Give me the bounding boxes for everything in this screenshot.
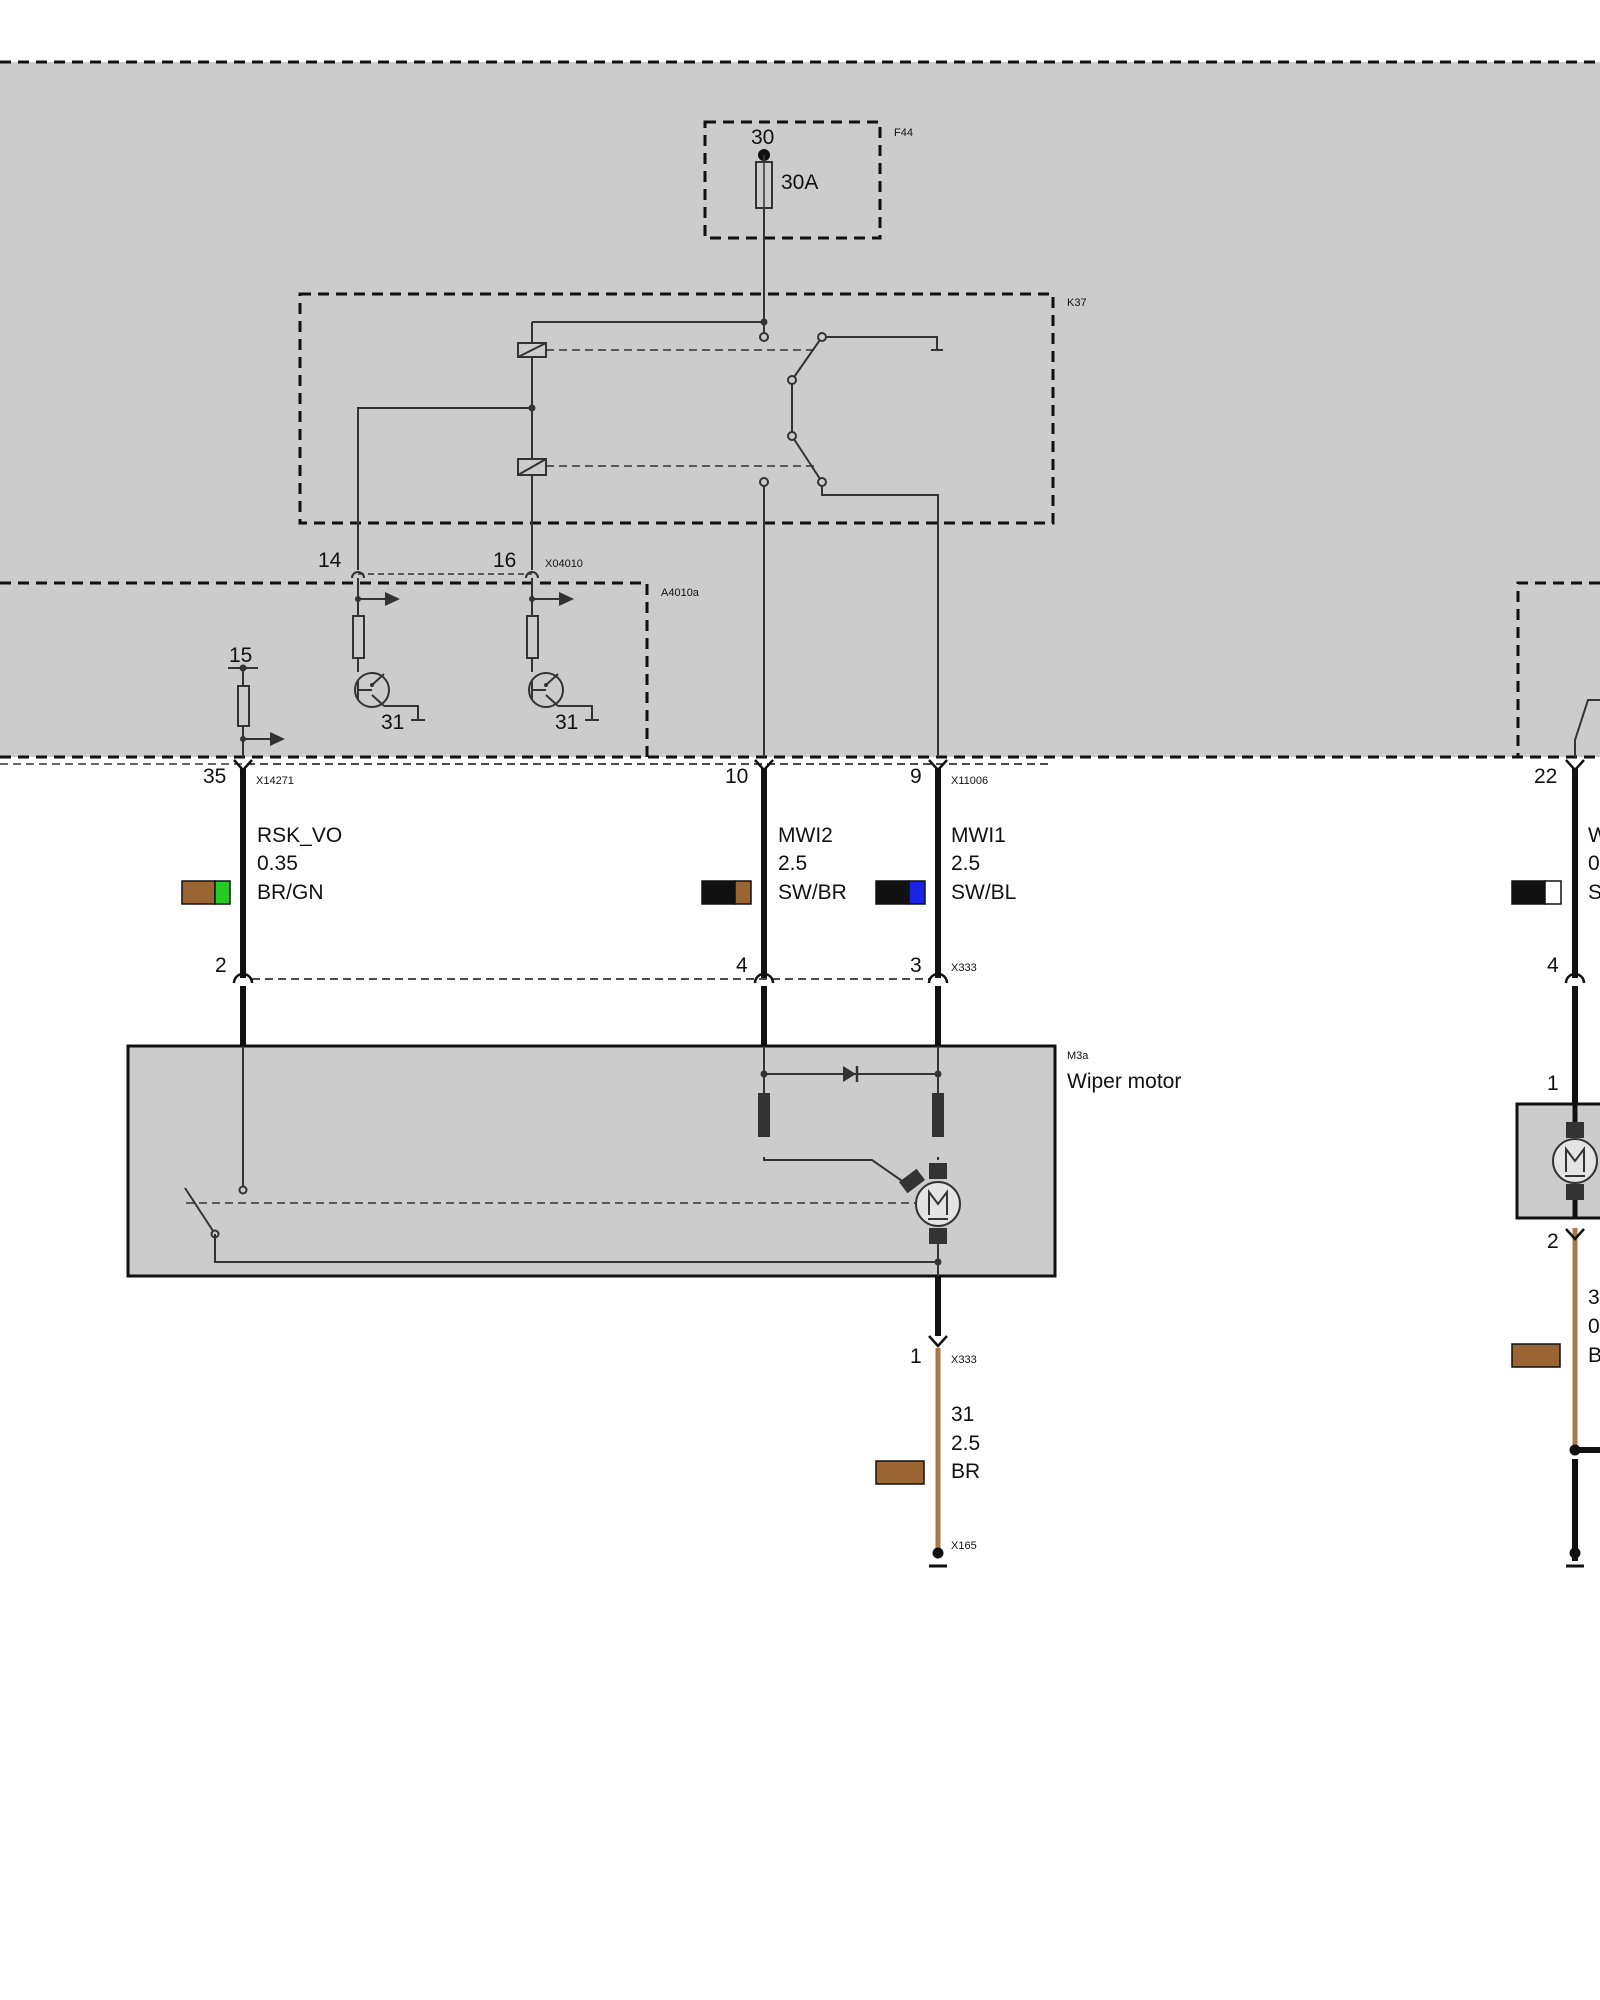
- right-motor-pin-1-label: 1: [1547, 1072, 1559, 1095]
- right-module-wire: [1574, 699, 1600, 757]
- relay-id-label: K37: [1067, 297, 1087, 309]
- pin-4-label: 4: [736, 954, 748, 977]
- fuse-f44-box: [703, 120, 882, 240]
- motor-id-label: M3a: [1067, 1050, 1089, 1062]
- module-id-label: A4010a: [661, 587, 700, 599]
- pin-3-label: 3: [910, 954, 922, 977]
- connector-pin-16: 16: [493, 549, 516, 572]
- pin-9-label: 9: [910, 765, 922, 788]
- wire-gauge-label: 2.5: [951, 1432, 980, 1455]
- connector-pin-14: 14: [318, 549, 342, 572]
- motor-icon: [1552, 1138, 1598, 1184]
- wire-signal-label: 31: [951, 1403, 974, 1426]
- motor-icon: [915, 1181, 961, 1227]
- wire-color-swatch: [1544, 880, 1562, 905]
- motor-junction: [760, 1070, 768, 1078]
- connector-x11006-id: X11006: [951, 775, 988, 787]
- wire-color-label: BR: [951, 1460, 980, 1483]
- motor-name-label: Wiper motor: [1067, 1070, 1181, 1093]
- brown-ground-wires: [935, 1228, 1578, 1548]
- wire-signal-label: MWI1: [951, 824, 1006, 847]
- wire-gauge-label: 2.5: [951, 852, 980, 875]
- wire-color-swatch: [734, 880, 752, 905]
- right-wire-label: B: [1588, 1344, 1600, 1367]
- wire-signal-label: RSK_VO: [257, 824, 342, 847]
- wiper-motor-housing: [126, 1044, 1057, 1278]
- wire-gauge-label: 0.35: [257, 852, 298, 875]
- right-pin-4-label: 4: [1547, 954, 1559, 977]
- right-pin-22-label: 22: [1534, 765, 1557, 788]
- connector-x14271-id: X14271: [256, 775, 294, 787]
- diode-icon: [843, 1066, 856, 1082]
- right-wire-label: W: [1588, 824, 1600, 847]
- right-wire-label: S: [1588, 881, 1600, 904]
- wire-color-swatch: [875, 1460, 925, 1485]
- ground-label-31: 31: [555, 711, 578, 734]
- wiper-motor-circuit: [184, 1046, 939, 1276]
- module-a4010a-box: [0, 581, 649, 757]
- fuse-rating-label: 30A: [781, 171, 818, 194]
- terminal-15-label: 15: [229, 644, 252, 667]
- dashed-boundaries: [0, 60, 1600, 759]
- transistor-icon: [528, 672, 564, 708]
- right-motor-pin-2-label: 2: [1547, 1230, 1559, 1253]
- connector-x333-id: X333: [951, 1354, 977, 1366]
- connector-x333-id: X333: [951, 962, 977, 974]
- upper-module-panel: [0, 62, 1600, 757]
- motor-blocks: [758, 1066, 1584, 1244]
- pin-10-label: 10: [725, 765, 748, 788]
- transistor-icon: [354, 672, 390, 708]
- arrow-icons: [270, 592, 574, 746]
- wire-color-swatch: [214, 880, 231, 905]
- wire-color-swatch: [181, 880, 216, 905]
- wire-color-swatch: [908, 880, 926, 905]
- module-connector-id: X04010: [545, 558, 583, 570]
- wire-signal-label: MWI2: [778, 824, 833, 847]
- wire-color-swatch: [701, 880, 736, 905]
- motor-junction: [934, 1258, 942, 1266]
- relay-k37-box: [298, 292, 1055, 525]
- resistor-icon: [932, 1093, 944, 1137]
- harness-wires: [240, 768, 1600, 1561]
- fuse-id-label: F44: [894, 127, 913, 139]
- pin-35-label: 35: [203, 765, 226, 788]
- right-wire-label: 3: [1588, 1286, 1600, 1309]
- wire-gauge-label: 2.5: [778, 852, 807, 875]
- connector-cups: [232, 759, 1586, 1348]
- pin-1-label: 1: [910, 1345, 922, 1368]
- resistor-icon: [758, 1093, 770, 1137]
- right-wire-label: 0: [1588, 852, 1600, 875]
- wire-color-swatch: [1511, 880, 1546, 905]
- right-wire-label: 0: [1588, 1315, 1600, 1338]
- connector-x165-id: X165: [951, 1540, 977, 1552]
- fuse-f44: [755, 149, 773, 322]
- ground-terminals: [929, 1444, 1584, 1568]
- wire-color-swatch: [1511, 1343, 1561, 1368]
- pin-2-label: 2: [215, 954, 227, 977]
- wire-color-label: BR/GN: [257, 881, 324, 904]
- node-dots: [239, 596, 548, 742]
- fuse-terminal-label: 30: [751, 126, 774, 149]
- wire-color-label: SW/BR: [778, 881, 847, 904]
- relay-junction-left: [528, 404, 536, 412]
- ground-label-31: 31: [381, 711, 404, 734]
- right-module-box: [1516, 581, 1600, 757]
- motor-junction: [934, 1070, 942, 1078]
- wire-color-label: SW/BL: [951, 881, 1016, 904]
- relay-junction-top: [760, 318, 768, 326]
- wire-color-swatch: [875, 880, 910, 905]
